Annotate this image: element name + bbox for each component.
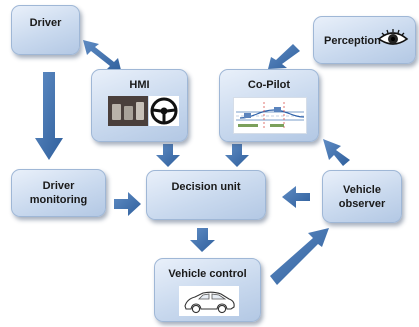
node-driver: Driver bbox=[11, 5, 80, 55]
arrow-control-to-observer bbox=[270, 228, 329, 285]
node-hmi: HMI bbox=[91, 69, 188, 142]
node-driver-label: Driver bbox=[29, 17, 62, 29]
eye-icon bbox=[377, 27, 409, 49]
car-icon bbox=[179, 286, 239, 316]
arrow-observer-to-copilot bbox=[323, 139, 350, 166]
arrow-monitoring-to-decision bbox=[114, 192, 141, 216]
trajectory-diagram-icon bbox=[233, 97, 307, 134]
steering-wheel-icon bbox=[149, 96, 179, 126]
node-perception-label: Perception bbox=[324, 35, 381, 47]
node-hmi-label: HMI bbox=[129, 79, 150, 91]
arrow-hmi-to-decision bbox=[156, 144, 180, 167]
node-vehicle-observer-line1: Vehicle bbox=[343, 183, 381, 196]
node-driver-monitoring-line2: monitoring bbox=[29, 194, 88, 206]
node-vehicle-observer: Vehicle observer bbox=[322, 170, 402, 223]
arrow-driver-hmi bbox=[83, 40, 122, 74]
node-decision-unit: Decision unit bbox=[146, 170, 266, 220]
node-driver-monitoring-line1: Driver bbox=[42, 180, 75, 192]
arrow-copilot-to-decision bbox=[225, 144, 249, 167]
arrow-observer-to-decision bbox=[282, 186, 310, 208]
arrow-decision-to-control bbox=[190, 228, 215, 252]
node-driver-monitoring: Driver monitoring bbox=[11, 169, 106, 217]
pedals-photo-icon bbox=[108, 96, 148, 126]
node-vehicle-observer-line2: observer bbox=[338, 197, 386, 210]
node-decision-unit-label: Decision unit bbox=[171, 181, 241, 193]
arrow-perception-to-copilot bbox=[268, 44, 300, 69]
node-vehicle-control: Vehicle control bbox=[154, 258, 261, 322]
node-copilot-label: Co-Pilot bbox=[247, 79, 291, 91]
node-copilot: Co-Pilot bbox=[219, 69, 319, 142]
node-perception: Perception bbox=[313, 16, 416, 64]
node-vehicle-control-label: Vehicle control bbox=[168, 268, 247, 280]
arrow-driver-to-monitoring bbox=[35, 72, 63, 160]
